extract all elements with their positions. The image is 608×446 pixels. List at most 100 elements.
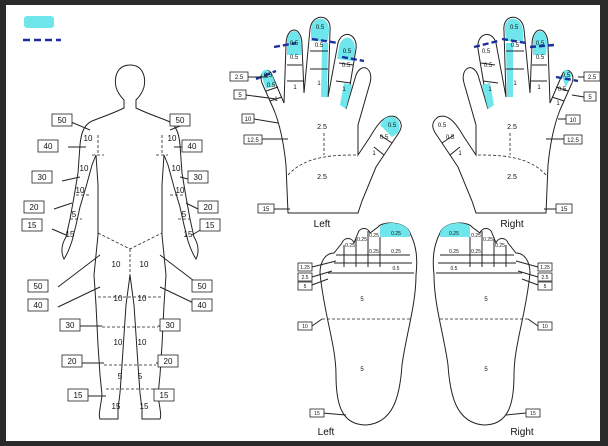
left-foot-toe-2: 0.25	[369, 233, 379, 239]
leg-left-lower-thigh: 10	[114, 294, 123, 303]
right-hand-labels: 2.5 5 10 12.5 15	[544, 72, 600, 213]
right-hand-box-4: 12.5	[567, 138, 579, 144]
burn-chart-diagram: 50 40 30 20 15 50 40 30 20 15 50 40 30 2…	[6, 5, 600, 441]
body-left-box-2: 40	[44, 142, 53, 151]
right-foot-box-2: 2.5	[542, 275, 549, 281]
body-right-box-2: 40	[188, 142, 197, 151]
arm-right-mid: 10	[172, 164, 181, 173]
body-left-box-3: 30	[38, 173, 47, 182]
left-hand-box-4: 12.5	[247, 138, 259, 144]
left-foot-box-3: 5	[304, 284, 307, 290]
left-hand-labels: 2.5 5 10 12.5 15	[230, 72, 290, 213]
left-foot-box-1: 1.25	[300, 265, 310, 271]
leg-right-foot: 15	[140, 402, 149, 411]
left-foot-toe-4: 0.25	[345, 243, 355, 249]
leg-right-thigh: 10	[140, 260, 149, 269]
arm-left-upper: 10	[84, 134, 93, 143]
left-foot-base-2: 0.25	[369, 249, 379, 255]
arm-left-hand: 15	[66, 230, 75, 239]
body-left-labels: 50 40 30 20 15 50 40 30 20 15	[22, 114, 88, 401]
body-left-box-9: 20	[68, 357, 77, 366]
body-left-box-8: 30	[66, 321, 75, 330]
left-hand-middle-mid: 0.5	[315, 43, 324, 49]
arm-right-fore: 10	[176, 186, 185, 195]
left-hand-thumb-mid: 0.5	[380, 135, 389, 141]
left-foot-title: Left	[318, 427, 335, 438]
left-hand-palm-lower: 2.5	[317, 174, 327, 181]
right-foot-ball: 0.5	[451, 266, 458, 272]
body-right-box-3: 30	[194, 173, 203, 182]
left-hand-index-tip: 0.5	[290, 41, 299, 47]
body-right-box-4: 20	[204, 203, 213, 212]
body-left-box-7: 40	[34, 301, 43, 310]
right-hand-middle-tip: 0.5	[510, 25, 519, 31]
right-foot-box-3: 5	[544, 284, 547, 290]
leg-left-calf: 5	[118, 372, 123, 381]
left-foot-box-2: 2.5	[302, 275, 309, 281]
body-right-box-10: 15	[160, 391, 169, 400]
left-hand-box-3: 10	[245, 117, 252, 123]
left-foot-box-5: 15	[314, 411, 320, 417]
right-hand-palm-upper: 2.5	[507, 124, 517, 131]
body-right-box-1: 50	[176, 116, 185, 125]
leg-right-lower-thigh: 10	[138, 294, 147, 303]
arm-right-upper: 10	[168, 134, 177, 143]
right-foot-title: Right	[510, 427, 534, 438]
arm-right-wrist: 5	[182, 210, 187, 219]
body-right-box-6: 50	[198, 282, 207, 291]
right-hand-thumb-tip: 0.5	[438, 123, 447, 129]
right-foot-big-toe: 0.25	[449, 231, 459, 237]
left-foot: 0.25 0.25 0.25 0.25 0.25 0.25 0.5 5 5 Le…	[318, 223, 417, 438]
arm-left-mid: 10	[80, 164, 89, 173]
left-hand: 0.5 0.5 0.5 0.5 0.5 0.5 0.5 0.5 1 1 1 1 …	[256, 17, 401, 230]
left-foot-toe-3: 0.25	[357, 237, 367, 243]
arm-right-hand: 15	[184, 230, 193, 239]
right-foot-toe-4: 0.25	[495, 243, 505, 249]
right-hand-title: Right	[500, 219, 524, 230]
right-foot-base-2: 0.25	[471, 249, 481, 255]
right-hand-box-1: 2.5	[588, 75, 597, 81]
left-hand-ring-tip: 0.5	[343, 49, 352, 55]
left-foot-big-toe: 0.25	[391, 231, 401, 237]
right-hand-middle-mid: 0.5	[511, 43, 520, 49]
body-right-box-9: 20	[164, 357, 173, 366]
left-hand-index-mid: 0.5	[290, 55, 299, 61]
left-hand-little-mid: 0.5	[267, 83, 276, 89]
left-hand-middle-tip: 0.5	[316, 25, 325, 31]
left-hand-box-5: 15	[263, 207, 270, 213]
right-hand-little-mid: 0.5	[558, 87, 567, 93]
left-foot-ball: 0.5	[393, 266, 400, 272]
body-left-box-1: 50	[58, 116, 67, 125]
leg-left-thigh: 10	[112, 260, 121, 269]
right-hand-box-3: 10	[570, 118, 577, 124]
left-hand-palm-upper: 2.5	[317, 124, 327, 131]
right-foot: 0.25 0.25 0.25 0.25 0.25 0.25 0.5 5 5 Ri…	[433, 223, 534, 438]
leg-right-calf: 5	[138, 372, 143, 381]
leg-left-foot: 15	[112, 402, 121, 411]
left-foot-box-4: 10	[302, 324, 308, 330]
body-left-box-10: 15	[74, 391, 83, 400]
left-foot-base-1: 0.25	[391, 249, 401, 255]
right-foot-box-4: 10	[542, 324, 548, 330]
body-left-box-4: 20	[30, 203, 39, 212]
left-hand-ring-mid: 0.5	[342, 63, 351, 69]
right-foot-toe-3: 0.25	[483, 237, 493, 243]
legend-highlight-swatch	[24, 16, 54, 28]
left-hand-title: Left	[314, 219, 331, 230]
right-hand-little-tip: 0.5	[562, 73, 571, 79]
right-hand-box-5: 15	[561, 207, 568, 213]
right-foot-box-5: 15	[530, 411, 536, 417]
leg-left-knee: 10	[114, 338, 123, 347]
body-right-box-8: 30	[166, 321, 175, 330]
right-hand-index-mid: 0.5	[536, 55, 545, 61]
body-right-box-5: 15	[206, 221, 215, 230]
left-hand-little-tip: 0.5	[264, 73, 273, 79]
right-hand-ring-tip: 0.5	[482, 49, 491, 55]
left-hand-box-1: 2.5	[235, 75, 244, 81]
left-hand-thumb-tip: 0.5	[388, 123, 397, 129]
arm-left-wrist: 5	[72, 210, 77, 219]
body-right-box-7: 40	[198, 301, 207, 310]
right-foot-box-1: 1.25	[540, 265, 550, 271]
body-left-box-6: 50	[34, 282, 43, 291]
body-left-box-5: 15	[28, 221, 37, 230]
